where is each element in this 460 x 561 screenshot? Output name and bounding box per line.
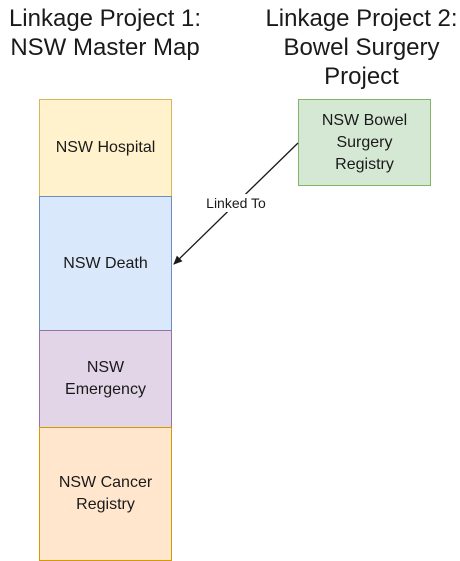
block-label: NSW Bowel Surgery Registry xyxy=(321,111,408,173)
title-line: Linkage Project 1: NSW Master Map xyxy=(8,5,202,61)
block-label: NSW Cancer Registry xyxy=(58,474,153,513)
title-line: Linkage Project 2: Bowel Surgery Project xyxy=(265,5,458,90)
block-nsw-cancer-registry: NSW Cancer Registry xyxy=(39,427,172,561)
block-label: NSW Emergency xyxy=(65,359,146,398)
title-linkage-project-1: Linkage Project 1: NSW Master Map xyxy=(0,4,210,62)
block-nsw-hospital: NSW Hospital xyxy=(39,99,172,197)
block-nsw-emergency: NSW Emergency xyxy=(39,330,172,428)
block-nsw-bowel-surgery-registry: NSW Bowel Surgery Registry xyxy=(298,99,431,186)
link-label: Linked To xyxy=(196,194,276,212)
block-label: NSW Hospital xyxy=(55,139,156,156)
block-label: NSW Death xyxy=(63,254,148,272)
block-nsw-death: NSW Death xyxy=(39,196,172,331)
title-linkage-project-2: Linkage Project 2: Bowel Surgery Project xyxy=(263,4,460,91)
